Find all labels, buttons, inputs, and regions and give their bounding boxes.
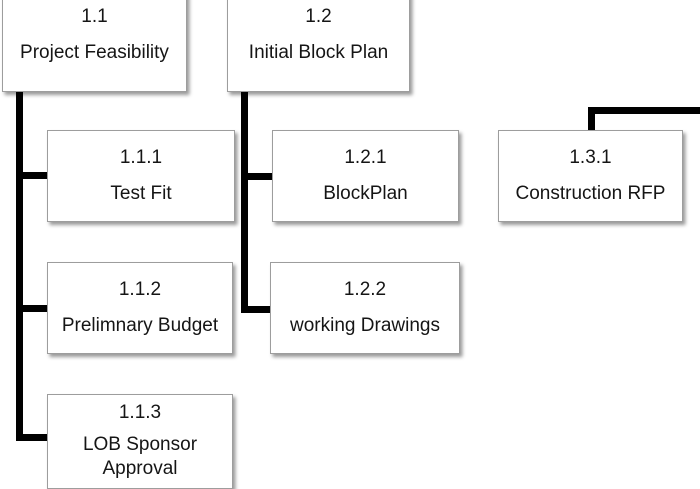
connector-stub-1-2-2 xyxy=(241,306,272,313)
connector-stub-1-2-1 xyxy=(241,173,274,180)
connector-horizontal-1-3 xyxy=(588,107,700,114)
node-number: 1.1.1 xyxy=(119,146,163,168)
wbs-node-1-1-3[interactable]: 1.1.3 LOB Sponsor Approval xyxy=(47,394,233,489)
connector-trunk-1-2 xyxy=(241,92,248,313)
node-number: 1.1.2 xyxy=(118,278,162,300)
wbs-node-1-1-1[interactable]: 1.1.1 Test Fit xyxy=(47,130,235,222)
wbs-node-1-2-1[interactable]: 1.2.1 BlockPlan xyxy=(272,130,459,222)
node-number: 1.2.2 xyxy=(343,278,387,300)
connector-stub-1-1-2 xyxy=(16,305,49,312)
wbs-node-1-1-2[interactable]: 1.1.2 Prelimnary Budget xyxy=(47,262,233,354)
connector-drop-1-3-1 xyxy=(588,107,595,133)
wbs-node-1-3-1[interactable]: 1.3.1 Construction RFP xyxy=(498,130,683,222)
node-label: Initial Block Plan xyxy=(248,41,389,63)
node-label: Construction RFP xyxy=(515,182,666,204)
connector-trunk-1-1 xyxy=(16,92,23,441)
node-label: BlockPlan xyxy=(323,182,408,204)
connector-stub-1-1-1 xyxy=(16,172,49,179)
node-label: Project Feasibility xyxy=(20,41,169,63)
wbs-node-1-1[interactable]: 1.1 Project Feasibility xyxy=(2,0,187,92)
node-label: working Drawings xyxy=(290,314,440,336)
connector-stub-1-1-3 xyxy=(16,434,49,441)
node-label: LOB Sponsor Approval xyxy=(82,434,198,479)
node-number: 1.2.1 xyxy=(344,146,387,168)
node-label: Prelimnary Budget xyxy=(61,314,219,336)
node-label: Test Fit xyxy=(110,182,172,204)
node-number: 1.3.1 xyxy=(569,146,612,168)
wbs-node-1-2[interactable]: 1.2 Initial Block Plan xyxy=(227,0,410,92)
node-number: 1.2 xyxy=(305,5,332,27)
node-number: 1.1 xyxy=(81,5,108,27)
node-number: 1.1.3 xyxy=(118,402,162,424)
wbs-node-1-2-2[interactable]: 1.2.2 working Drawings xyxy=(270,262,460,354)
